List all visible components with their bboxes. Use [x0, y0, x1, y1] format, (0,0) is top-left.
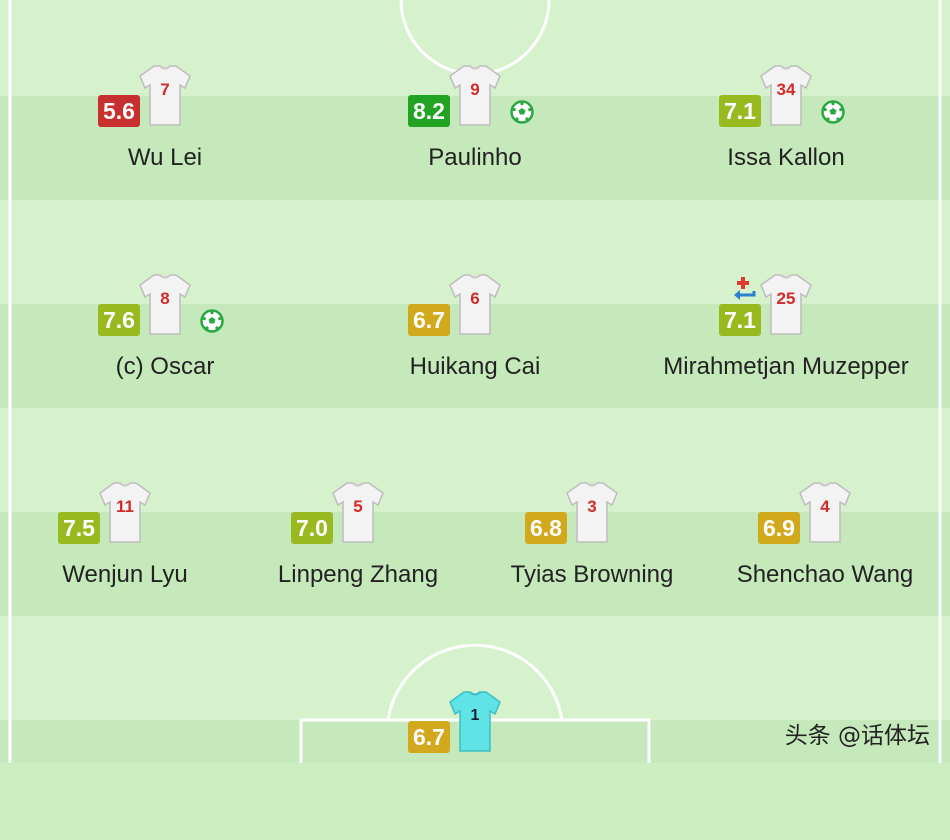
- shirt-icon: 7: [139, 64, 191, 126]
- shirt-number: 5: [353, 497, 363, 516]
- player-card[interactable]: 11 7.5 Wenjun Lyu: [10, 481, 240, 631]
- penalty-arc: [386, 643, 564, 721]
- shirt-icon: 1: [449, 690, 501, 752]
- rating-badge: 6.7: [408, 304, 450, 336]
- shirt-icon: 5: [332, 481, 384, 543]
- shirt-icon: 6: [449, 273, 501, 335]
- rating-badge: 5.6: [98, 95, 140, 127]
- shirt-icon: 25: [760, 273, 812, 335]
- rating-badge: 6.7: [408, 721, 450, 753]
- substitution-icon: [733, 277, 759, 305]
- player-name: Mirahmetjan Muzepper: [663, 353, 909, 380]
- shirt-number: 11: [116, 497, 134, 516]
- player-name: Wu Lei: [127, 144, 203, 171]
- player-name: Wenjun Lyu: [62, 561, 188, 588]
- player-card[interactable]: 3 6.8 Tyias Browning: [477, 481, 707, 631]
- rating-badge: 7.0: [291, 512, 333, 544]
- player-card[interactable]: 5 7.0 Linpeng Zhang: [243, 481, 473, 631]
- rating-badge: 7.6: [98, 304, 140, 336]
- shirt-number: 34: [776, 80, 796, 99]
- shirt-number: 9: [470, 80, 480, 99]
- player-name: Tyias Browning: [510, 561, 674, 588]
- shirt-icon: 9: [449, 64, 501, 126]
- shirt-number: 7: [160, 80, 170, 99]
- shirt-number: 1: [470, 707, 480, 724]
- rating-badge: 7.1: [719, 95, 761, 127]
- shirt-number: 6: [470, 289, 480, 308]
- shirt-icon: 34: [760, 64, 812, 126]
- shirt-number: 25: [776, 289, 796, 308]
- center-circle: [399, 0, 551, 76]
- player-card[interactable]: 34 7.1 Issa Kallon: [671, 64, 901, 214]
- rating-badge: 6.9: [758, 512, 800, 544]
- soccer-ball-icon: [510, 100, 534, 124]
- player-card[interactable]: 8 7.6 (c) Oscar: [50, 273, 280, 423]
- watermark: 头条 @话体坛: [784, 723, 930, 749]
- player-card[interactable]: 4 6.9 Shenchao Wang: [710, 481, 940, 631]
- shirt-icon: 4: [799, 481, 851, 543]
- shirt-icon: 3: [566, 481, 618, 543]
- player-card[interactable]: 9 8.2 Paulinho: [360, 64, 590, 214]
- player-card[interactable]: 7 5.6 Wu Lei: [50, 64, 280, 214]
- soccer-ball-icon: [200, 309, 224, 333]
- player-name: Linpeng Zhang: [277, 561, 439, 588]
- player-name: (c) Oscar: [115, 353, 215, 380]
- pitch-stripe: [0, 408, 950, 512]
- shirt-icon: 8: [139, 273, 191, 335]
- player-name: Issa Kallon: [727, 144, 845, 171]
- shirt-number: 8: [160, 289, 170, 308]
- rating-badge: 6.8: [525, 512, 567, 544]
- player-name: Shenchao Wang: [736, 561, 914, 588]
- rating-badge: 8.2: [408, 95, 450, 127]
- shirt-icon: 11: [99, 481, 151, 543]
- goalkeeper-card[interactable]: 1 6.7: [360, 690, 590, 840]
- player-card[interactable]: 6 6.7 Huikang Cai: [360, 273, 590, 423]
- player-card[interactable]: 25 7.1 Mirahmetjan Muzepper: [663, 273, 909, 423]
- shirt-number: 4: [820, 497, 830, 516]
- rating-badge: 7.1: [719, 304, 761, 336]
- rating-badge: 7.5: [58, 512, 100, 544]
- soccer-ball-icon: [821, 100, 845, 124]
- player-name: Huikang Cai: [409, 353, 541, 380]
- shirt-number: 3: [587, 497, 597, 516]
- player-name: Paulinho: [428, 144, 522, 171]
